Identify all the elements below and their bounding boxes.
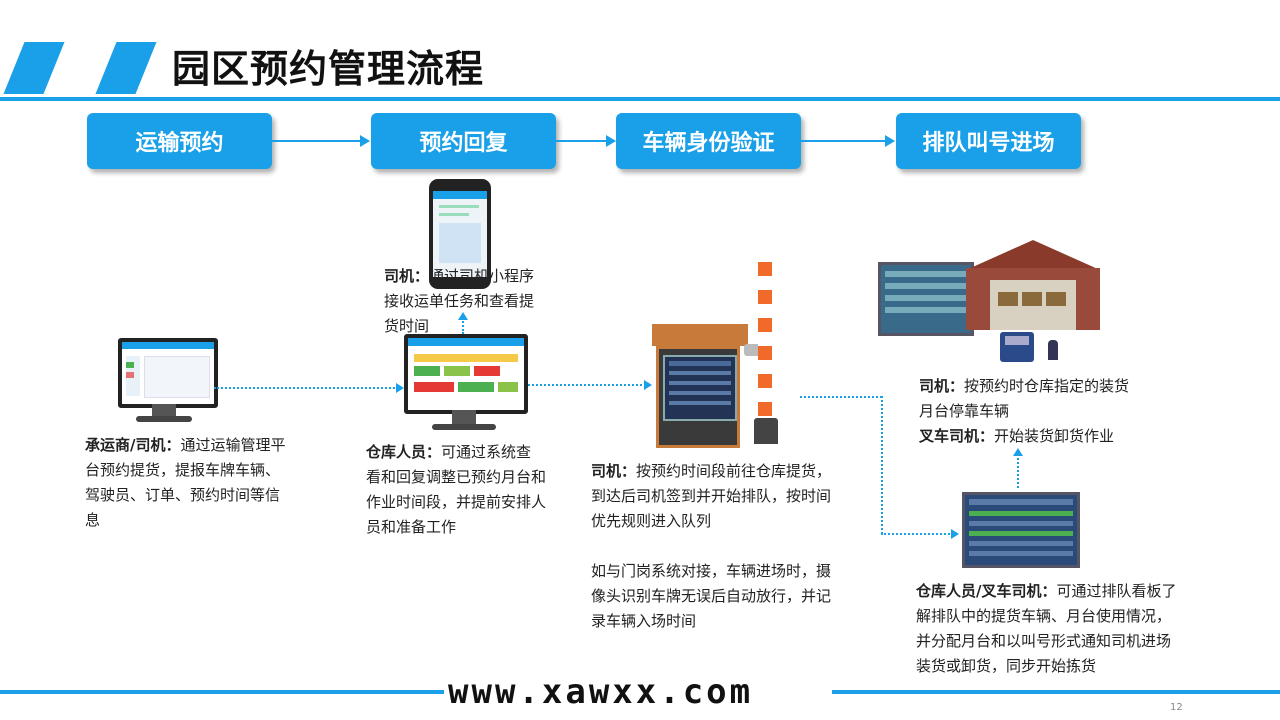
warehouse-board-panel (878, 262, 974, 336)
driver-gate-label: 司机： (591, 462, 637, 480)
flow-connector-gate-to-board-h1 (800, 396, 882, 398)
driver-app-description: 司机：通过司机小程序接收运单任务和查看提货时间 (384, 264, 548, 339)
driver-dock-label: 司机： (919, 377, 965, 395)
queue-board-label: 仓库人员/叉车司机： (916, 582, 1057, 600)
queue-board-text: 可通过排队看板了解排队中的提货车辆、月台使用情况，并分配月台和以叫号形式通知司机… (916, 582, 1177, 675)
gate-kiosk-roof (652, 324, 748, 346)
carrier-label: 承运商/司机： (85, 436, 181, 454)
warehouse-staff-description: 仓库人员：可通过系统查看和回复调整已预约月台和作业时间段，并提前安排人员和准备工… (366, 440, 546, 540)
gate-barrier-arm (758, 262, 772, 442)
warehouse-building (966, 268, 1100, 330)
step-vehicle-verification: 车辆身份验证 (616, 113, 801, 169)
carrier-text: 通过运输管理平台预约提货，提报车牌车辆、驾驶员、订单、预约时间等信息 (85, 436, 286, 529)
page-title: 园区预约管理流程 (172, 47, 485, 91)
watermark-text: www.xawxx.com (448, 672, 754, 712)
step-connector-3 (801, 135, 895, 147)
phone-screen (433, 191, 487, 277)
step-queue-call-entry: 排队叫号进场 (896, 113, 1081, 169)
warehouse-monitor-stand (452, 410, 476, 424)
footer-line-left (0, 690, 444, 694)
carrier-monitor (118, 338, 218, 408)
carrier-monitor-stand (152, 404, 176, 416)
flow-connector-warehouse-to-gate (528, 384, 646, 386)
footer-line-right (832, 690, 1280, 694)
gate-barrier-base (754, 418, 778, 444)
forklift-text: 开始装货卸货作业 (994, 427, 1115, 445)
gate-kiosk-body (656, 346, 740, 448)
warehouse-staff-text: 可通过系统查看和回复调整已预约月台和作业时间段，并提前安排人员和准备工作 (366, 443, 547, 536)
flow-connector-carrier-to-warehouse (214, 387, 398, 389)
truck-icon (1000, 332, 1034, 362)
flow-connector-gate-to-board-v (881, 396, 883, 534)
warehouse-staff-label: 仓库人员： (366, 443, 442, 461)
driver-dock-text: 按预约时仓库指定的装货月台停靠车辆 (919, 377, 1130, 420)
driver-gate-description: 司机：按预约时间段前往仓库提货，到达后司机签到并开始排队，按时间优先规则进入队列 (591, 459, 835, 534)
driver-gate-text: 按预约时间段前往仓库提货，到达后司机签到并开始排队，按时间优先规则进入队列 (591, 462, 832, 530)
carrier-description: 承运商/司机：通过运输管理平台预约提货，提报车牌车辆、驾驶员、订单、预约时间等信… (85, 433, 291, 533)
warehouse-monitor-base (432, 424, 496, 430)
forklift-label: 叉车司机： (919, 427, 995, 445)
header-slash-1 (3, 42, 65, 94)
phone-illustration (429, 179, 491, 289)
gate-system-note: 如与门岗系统对接，车辆进场时，摄像头识别车牌无误后自动放行，并记录车辆入场时间 (591, 562, 832, 630)
step-connector-2 (556, 135, 616, 147)
gate-kiosk-screen (663, 355, 737, 421)
warehouse-monitor (404, 334, 528, 414)
page-number: 12 (1170, 702, 1183, 713)
flow-connector-gate-to-board-h2 (881, 533, 953, 535)
queue-board (962, 492, 1080, 568)
gate-camera (744, 344, 762, 356)
driver-app-label: 司机： (384, 267, 430, 285)
flow-connector-board-to-dock (1017, 454, 1019, 488)
flow-connector-warehouse-to-app (462, 318, 464, 334)
step-booking-reply: 预约回复 (371, 113, 556, 169)
warehouse-roof (966, 240, 1100, 270)
worker-icon (1048, 340, 1058, 360)
header-line (0, 97, 1280, 101)
header-slash-2 (95, 42, 157, 94)
driver-app-text: 通过司机小程序接收运单任务和查看提货时间 (384, 267, 535, 335)
step-connector-1 (272, 135, 370, 147)
carrier-monitor-base (136, 416, 192, 422)
dock-description: 司机：按预约时仓库指定的装货月台停靠车辆 叉车司机：开始装货卸货作业 (919, 374, 1131, 449)
queue-board-description: 仓库人员/叉车司机：可通过排队看板了解排队中的提货车辆、月台使用情况，并分配月台… (916, 579, 1182, 679)
step-transport-booking: 运输预约 (87, 113, 272, 169)
